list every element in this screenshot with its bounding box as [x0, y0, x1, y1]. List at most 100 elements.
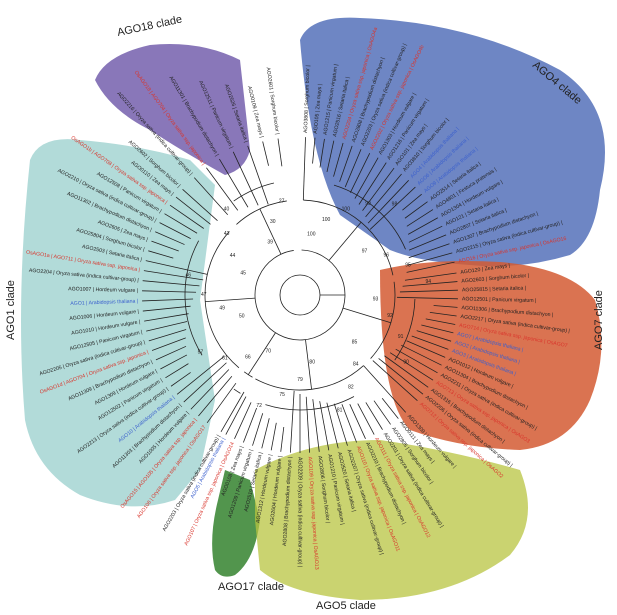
tree-branch [183, 362, 227, 403]
tree-branch [225, 396, 247, 435]
tree-branch [342, 307, 391, 324]
bootstrap-label: 57 [198, 350, 204, 356]
tree-branch [145, 260, 208, 275]
tree-branch [144, 313, 189, 322]
tree-branch [341, 404, 357, 443]
tree-branch [259, 208, 282, 255]
bootstrap-label: 100 [342, 207, 351, 213]
tree-branch [142, 305, 191, 312]
bootstrap-label: 49 [219, 306, 225, 312]
ago17-clade-region [212, 470, 260, 577]
tree-branch [175, 196, 211, 225]
bootstrap-label: 46 [185, 273, 191, 279]
tree-branch [378, 358, 424, 395]
bootstrap-label: 96 [384, 252, 390, 258]
tree-branch [176, 355, 225, 395]
bootstrap-label: 27 [279, 198, 285, 204]
tree-branch [247, 332, 276, 375]
tree-branch [205, 297, 256, 303]
tree-branch [198, 375, 233, 417]
bootstrap-label: 82 [348, 384, 354, 390]
tree-branch [408, 243, 450, 259]
tree-branch [312, 137, 316, 164]
tree-branch [148, 329, 187, 342]
leaf-label: AGO1 | Arabidopsis thaliana | [70, 298, 138, 307]
tree-branch [396, 296, 458, 300]
tree-branch [151, 240, 179, 252]
tree-branch [394, 298, 416, 361]
bootstrap-label: 44 [230, 253, 236, 259]
tree-branch [302, 137, 306, 201]
tree-branch [429, 311, 457, 317]
tree-branch [425, 318, 456, 325]
tree-branch [369, 186, 416, 230]
ago1-clade-region [21, 139, 215, 507]
tree-branch [254, 249, 346, 341]
tree-branch [277, 138, 283, 167]
bootstrap-label: 47 [201, 292, 207, 298]
tree-branch [395, 348, 438, 374]
tree-branch [389, 352, 434, 381]
tree-branch [143, 270, 204, 281]
tree-branch [344, 149, 362, 188]
tree-branch [146, 321, 188, 332]
tree-branch [407, 252, 453, 266]
bootstrap-label: 81 [337, 407, 343, 413]
tree-branch [421, 324, 454, 334]
tree-branch [372, 360, 418, 402]
tree-branch [270, 422, 277, 451]
bootstrap-label: 85 [352, 340, 358, 346]
tree-branch [416, 330, 452, 342]
tree-branch [354, 157, 379, 199]
ago5-clade-region [255, 440, 528, 600]
tree-branch [312, 399, 320, 452]
bootstrap-label: 50 [239, 313, 245, 319]
tree-branch [164, 213, 198, 234]
tree-branch [142, 280, 200, 287]
leaf-label: AGO2601 | Sorghum bicolor | [265, 67, 280, 135]
bootstrap-label: 84 [353, 361, 359, 367]
ago5-clade-label: AGO5 clade [316, 600, 376, 612]
leaf-label: AGO2603 | Sorghum bicolor | [461, 273, 529, 285]
tree-branch [232, 151, 259, 206]
tree-branch [148, 250, 174, 259]
tree-branch [362, 167, 395, 211]
tree-branch [406, 340, 446, 358]
tree-branch [411, 335, 449, 350]
tree-branch [333, 142, 344, 177]
bootstrap-label: 97 [362, 248, 368, 254]
tree-branch [184, 240, 203, 356]
tree-branch [357, 403, 375, 435]
tree-branch [142, 290, 197, 293]
tree-branch [381, 398, 399, 419]
ago7-clade-label: AGO7 clade [593, 290, 605, 350]
tree-branch [319, 138, 325, 168]
tree-branch [406, 209, 434, 227]
tree-root [279, 274, 321, 316]
tree-branch [433, 305, 458, 308]
tree-branch [358, 162, 387, 205]
tree-branch [349, 153, 371, 193]
bootstrap-label: 100 [322, 217, 331, 223]
tree-branch [373, 400, 391, 425]
ago1-clade-label: AGO1 clade [5, 280, 17, 340]
bootstrap-label: 80 [309, 359, 315, 365]
leaf-label: AGO2808 | Brachypodium distachyon | [282, 457, 293, 547]
leaf-label: AGO105 | Zea mays | [313, 84, 324, 134]
tree-branch [402, 193, 422, 211]
ago17-clade-label: AGO17 clade [218, 581, 284, 593]
leaf-label: AGO12501 | Panicum virgatum | [462, 296, 537, 304]
tree-branch [404, 272, 457, 281]
bootstrap-label: 66 [245, 355, 251, 361]
tree-branch [262, 141, 269, 166]
tree-branch [169, 204, 204, 229]
tree-branch [233, 182, 275, 202]
tree-branch [404, 201, 428, 219]
tree-branch [407, 217, 439, 235]
tree-branch [265, 396, 355, 411]
bootstrap-label: 40 [224, 206, 230, 212]
tree-branch [234, 402, 252, 439]
bootstrap-label: 90 [403, 359, 409, 365]
